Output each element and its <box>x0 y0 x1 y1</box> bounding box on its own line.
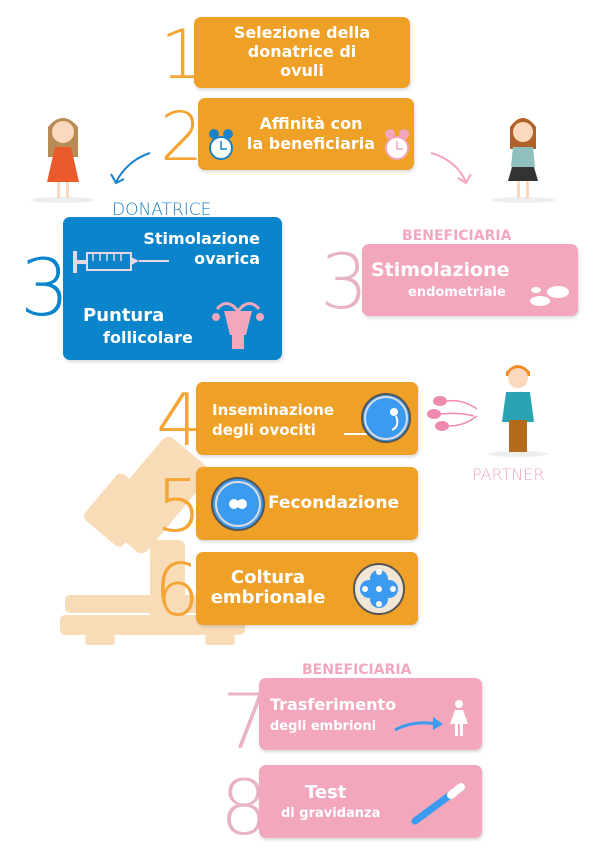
recipient-label: BENEFICIARIA <box>402 228 512 244</box>
step-8-card: Test di gravidanza <box>259 765 482 838</box>
step-3-recipient-title: Stimolazione <box>371 259 510 281</box>
partner-label: PARTNER <box>472 465 545 484</box>
embryo-culture-icon <box>353 563 405 615</box>
woman-icon <box>450 700 468 736</box>
alarm-clock-icon <box>385 129 409 160</box>
step-number-4: 4 <box>156 378 202 462</box>
step-1-label: Selezione della donatrice di ovuli <box>194 23 410 80</box>
sperm-icon <box>427 396 478 431</box>
egg-insemination-icon <box>344 393 411 443</box>
step-number-6: 6 <box>154 548 200 632</box>
step-3-stimulation-label: Stimolazione ovarica <box>143 229 260 269</box>
step-4-line: degli ovociti <box>212 421 316 439</box>
syringe-icon <box>73 251 169 273</box>
donor-woman-figure <box>31 118 95 203</box>
step-4-label: Inseminazione degli ovociti <box>212 400 334 440</box>
fertilized-egg-icon <box>211 477 265 531</box>
step-6-label: Coltura embrionale <box>204 568 332 608</box>
step-1-line: donatrice di <box>247 42 357 61</box>
step-2-line: Affinità con <box>259 114 363 133</box>
uterus-icon <box>212 302 264 349</box>
step-8-title: Test <box>305 782 347 803</box>
step-number-2: 2 <box>160 98 204 177</box>
step-3-recipient-subtitle: endometriale <box>408 285 506 300</box>
step-5-card: Fecondazione <box>196 467 418 540</box>
step-1-line: Selezione della <box>233 23 371 42</box>
step-1-line: ovuli <box>280 61 324 80</box>
pregnancy-test-icon <box>411 783 465 825</box>
step-3-donor-card: Stimolazione ovarica Puntura follicolare <box>63 217 282 360</box>
step-7-subtitle: degli embrioni <box>270 719 377 734</box>
step-4-card: Inseminazione degli ovociti <box>196 382 418 455</box>
arrow-to-recipient-icon <box>430 152 472 185</box>
step-number-3-donor: 3 <box>20 244 70 334</box>
step-6-line: embrionale <box>210 587 326 608</box>
recipient-label-2: BENEFICIARIA <box>302 662 412 678</box>
recipient-woman-figure <box>491 118 555 203</box>
step-3-recipient-card: Stimolazione endometriale <box>362 244 578 316</box>
step-7-card: Trasferimento degli embrioni <box>259 678 482 750</box>
step-2-card: Affinità con la beneficiaria <box>198 98 414 170</box>
pills-icon <box>530 286 569 306</box>
title-line: Stimolazione <box>143 229 260 248</box>
step-4-line: Inseminazione <box>212 401 334 419</box>
step-7-title: Trasferimento <box>270 695 397 714</box>
donor-label: DONATRICE <box>112 200 212 220</box>
partner-man-figure <box>488 365 548 457</box>
blue-arrow-icon <box>394 717 443 732</box>
step-2-line: la beneficiaria <box>246 134 376 153</box>
step-number-3-recipient: 3 <box>320 237 369 326</box>
step-5-label: Fecondazione <box>268 493 399 513</box>
step-6-line: Coltura <box>230 567 306 588</box>
title-line: follicolare <box>103 328 193 347</box>
step-number-5: 5 <box>156 464 202 548</box>
step-8-subtitle: di gravidanza <box>281 806 381 821</box>
arrow-to-donor-icon <box>110 152 151 185</box>
step-3-puncture-label: Puntura follicolare <box>83 305 193 349</box>
title-line: ovarica <box>194 249 260 268</box>
step-2-label: Affinità con la beneficiaria <box>238 114 384 154</box>
alarm-clock-icon <box>209 129 233 160</box>
title-line: Puntura <box>83 305 165 326</box>
step-6-card: Coltura embrionale <box>196 552 418 625</box>
step-1-card: Selezione della donatrice di ovuli <box>194 17 410 88</box>
